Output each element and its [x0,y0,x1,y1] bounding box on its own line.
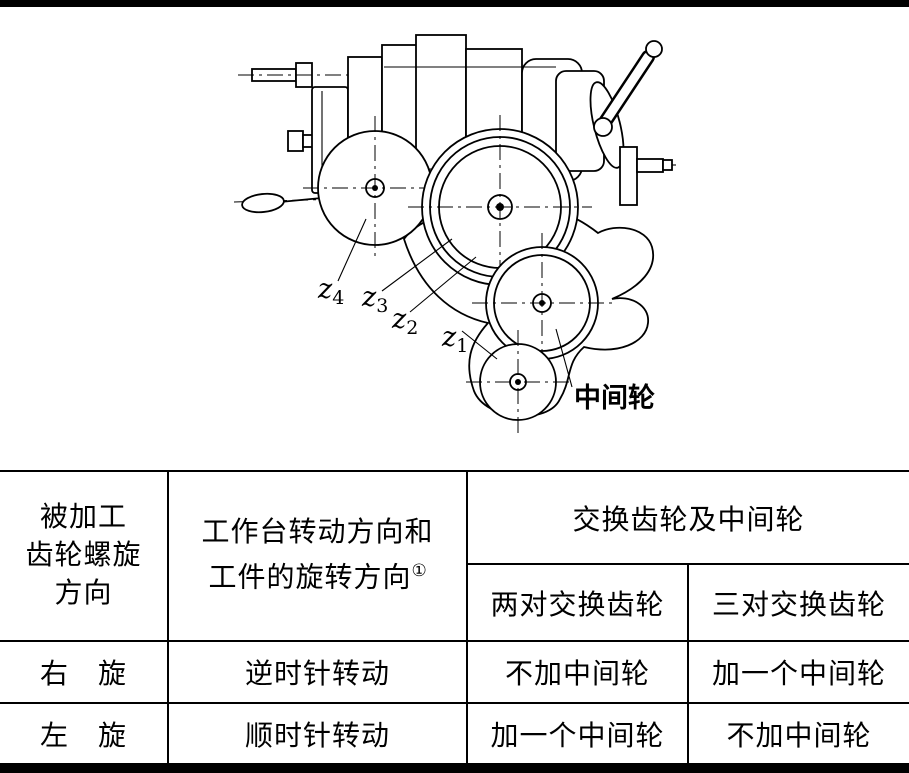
header-row-2: 两对交换齿轮 三对交换齿轮 [0,563,909,642]
bottom-edge-bar [0,765,909,773]
gear-train-diagram: z4 z3 z2 z1 中间轮 [233,34,676,434]
gear-selection-table: 被加工 齿轮螺旋 方向 工作台转动方向和 工件的旋转方向① 交换齿轮及中间轮 两… [0,470,909,765]
cell-two-pairs-row1: 不加中间轮 [466,640,689,704]
label-z3: z3 [361,282,388,317]
cell-three-pairs-row1: 加一个中间轮 [686,640,909,704]
header-rotation-line-2: 工件的旋转方向① [208,561,427,594]
leader-z1 [461,330,498,360]
leader-intermediate-wheel [555,328,573,388]
label-z1: z1 [441,322,468,357]
cell-helix-left: 左 旋 [0,702,169,765]
header-helix-direction: 被加工 齿轮螺旋 方向 [0,470,169,642]
cell-three-pairs-row2: 不加中间轮 [686,702,909,765]
header-change-gears-group: 交换齿轮及中间轮 [465,470,909,565]
footnote-marker: ① [411,561,427,581]
label-z2: z2 [391,304,418,339]
cell-helix-right: 右 旋 [0,640,169,704]
header-helix-line-2: 齿轮螺旋 [25,540,142,571]
gear-z4 [303,116,447,260]
label-z4: z4 [317,274,344,309]
header-table-rotation: 工作台转动方向和 工件的旋转方向① [167,470,468,642]
cell-rotation-ccw: 逆时针转动 [167,640,468,704]
table-row-left-hand: 左 旋 顺时针转动 加一个中间轮 不加中间轮 [0,702,909,765]
cell-rotation-cw: 顺时针转动 [167,702,468,765]
leader-z4 [337,218,367,282]
label-intermediate-wheel: 中间轮 [574,383,655,413]
leader-z2 [409,256,477,313]
leader-z3 [381,238,453,292]
header-rotation-line-1: 工作台转动方向和 [201,517,434,549]
header-two-pairs: 两对交换齿轮 [466,563,689,642]
header-helix-line-1: 被加工 [39,502,127,533]
table-row-right-hand: 右 旋 逆时针转动 不加中间轮 加一个中间轮 [0,640,909,704]
top-edge-bar [0,0,909,7]
header-helix-line-3: 方向 [54,578,113,609]
gear-intermediate-small [466,330,570,434]
cell-two-pairs-row2: 加一个中间轮 [466,702,689,765]
header-row-1: 被加工 齿轮螺旋 方向 工作台转动方向和 工件的旋转方向① 交换齿轮及中间轮 [0,470,909,642]
header-three-pairs: 三对交换齿轮 [686,563,909,642]
